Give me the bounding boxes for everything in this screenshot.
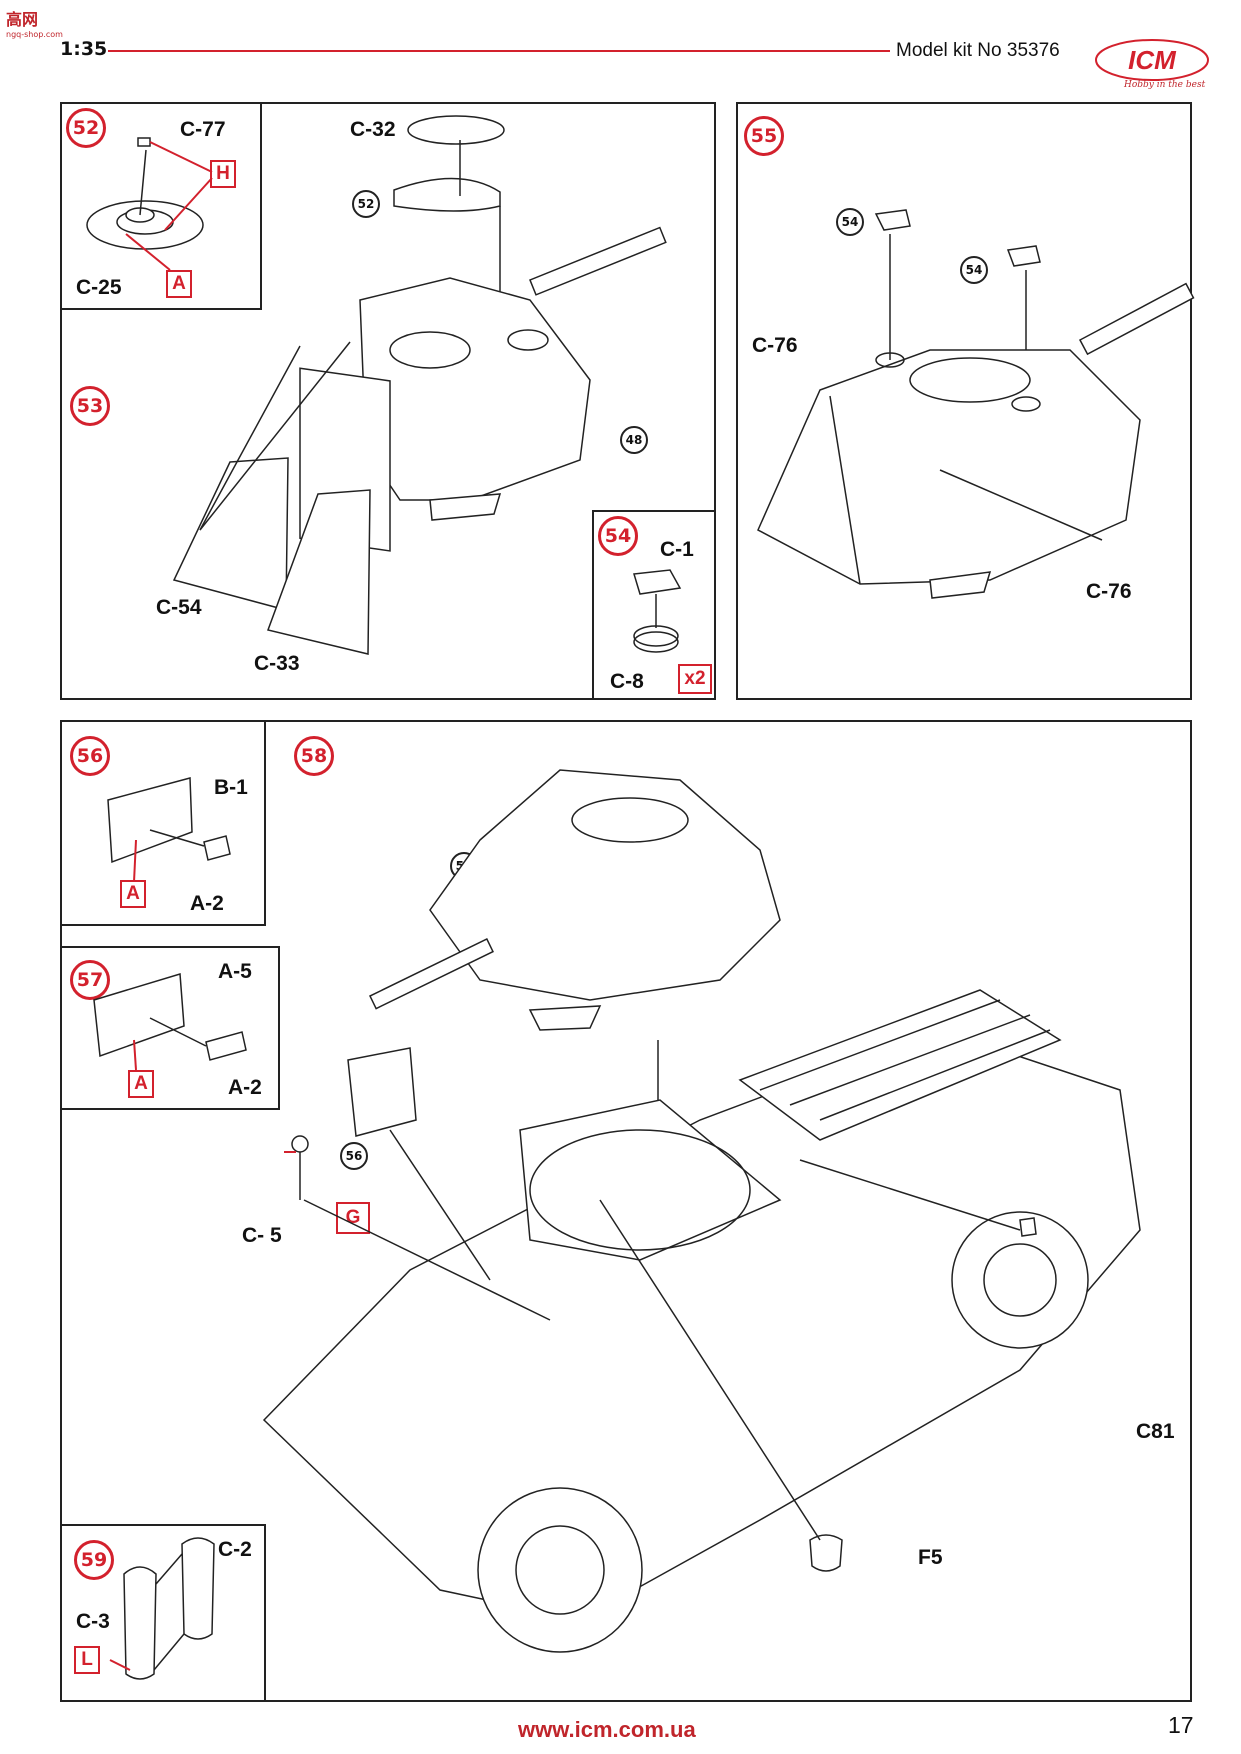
step-59-badge: 59 [74, 1540, 114, 1580]
part-label: C-2 [218, 1538, 252, 1561]
step-57-badge: 57 [70, 960, 110, 1000]
panel-steps-52-54 [60, 102, 716, 700]
part-label: C-33 [254, 652, 300, 675]
part-label: C-77 [180, 118, 226, 141]
part-label: A-2 [190, 892, 224, 915]
multiplier-box: x2 [678, 664, 712, 694]
step-54-badge: 54 [598, 516, 638, 556]
step-53-badge: 53 [70, 386, 110, 426]
vehicle-assembly-drawing [262, 769, 1141, 1653]
step-58-badge: 58 [294, 736, 334, 776]
part-label: C-25 [76, 276, 122, 299]
part-label: C-1 [660, 538, 694, 561]
mudflap-drawing [109, 1537, 215, 1680]
kit-number: Model kit No 35376 [896, 40, 1060, 61]
part-label: F5 [918, 1546, 943, 1569]
hatch-assembly-drawing [86, 137, 213, 271]
brand-tagline: Hobby in the best [1124, 80, 1206, 90]
bracket-a5-drawing [93, 973, 247, 1071]
part-label: B-1 [214, 776, 248, 799]
svg-text:ICM: ICM [1128, 45, 1177, 75]
part-label: C-76 [1086, 580, 1132, 603]
marker-box: A [128, 1070, 154, 1098]
page-number: 17 [1168, 1712, 1194, 1738]
periscope-drawing [633, 569, 682, 653]
footer-url[interactable]: www.icm.com.ua [518, 1717, 696, 1742]
marker-box: A [120, 880, 146, 908]
part-label: C81 [1136, 1420, 1175, 1443]
scale-label: 1:35 [60, 38, 108, 60]
marker-box: L [74, 1646, 100, 1674]
step-56-badge: 56 [70, 736, 110, 776]
part-label: C-32 [350, 118, 396, 141]
icm-logo: ICM [1095, 39, 1209, 81]
step-52-badge: 52 [66, 108, 106, 148]
part-label: C- 5 [242, 1224, 282, 1247]
header-rule [108, 50, 890, 52]
part-label: C-3 [76, 1610, 110, 1633]
ref-circle: 48 [620, 426, 648, 454]
panel-steps-56-59 [60, 720, 1192, 1702]
part-label: C-8 [610, 670, 644, 693]
ref-circle: 52 [352, 190, 380, 218]
marker-box: H [210, 160, 236, 188]
part-label: A-2 [228, 1076, 262, 1099]
marker-box: A [166, 270, 192, 298]
panel-step-55 [736, 102, 1192, 700]
part-label: C-76 [752, 334, 798, 357]
part-label: A-5 [218, 960, 252, 983]
ref-circle: 54 [960, 256, 988, 284]
step-55-badge: 55 [744, 116, 784, 156]
ref-circle: 56 [340, 1142, 368, 1170]
ref-circle: 54 [836, 208, 864, 236]
part-label: C-54 [156, 596, 202, 619]
turret-assembly-drawing [172, 115, 667, 655]
bracket-b1-drawing [107, 777, 231, 883]
turret-with-periscopes-drawing [757, 209, 1195, 599]
